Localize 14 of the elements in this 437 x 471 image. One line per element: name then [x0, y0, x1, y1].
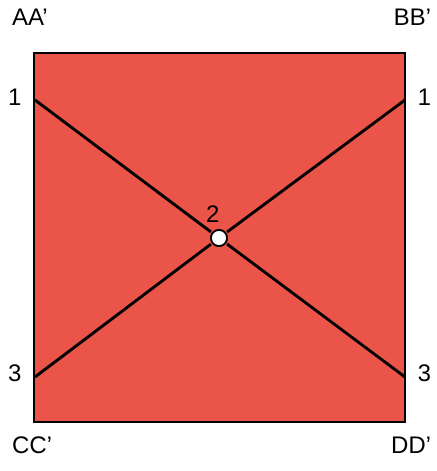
line: [226, 98, 406, 234]
corner-label: AA’: [12, 6, 48, 30]
point-label: 2: [206, 203, 220, 227]
line: [34, 98, 212, 234]
end-label: 1: [8, 86, 22, 110]
corner-label: DD’: [391, 434, 431, 458]
line: [34, 242, 212, 378]
end-label: 3: [8, 362, 22, 386]
end-label: 1: [418, 86, 431, 110]
line: [226, 242, 406, 378]
corner-label: BB’: [394, 6, 431, 30]
square: [33, 52, 406, 423]
corner-label: CC’: [12, 434, 52, 458]
end-label: 3: [418, 362, 431, 386]
